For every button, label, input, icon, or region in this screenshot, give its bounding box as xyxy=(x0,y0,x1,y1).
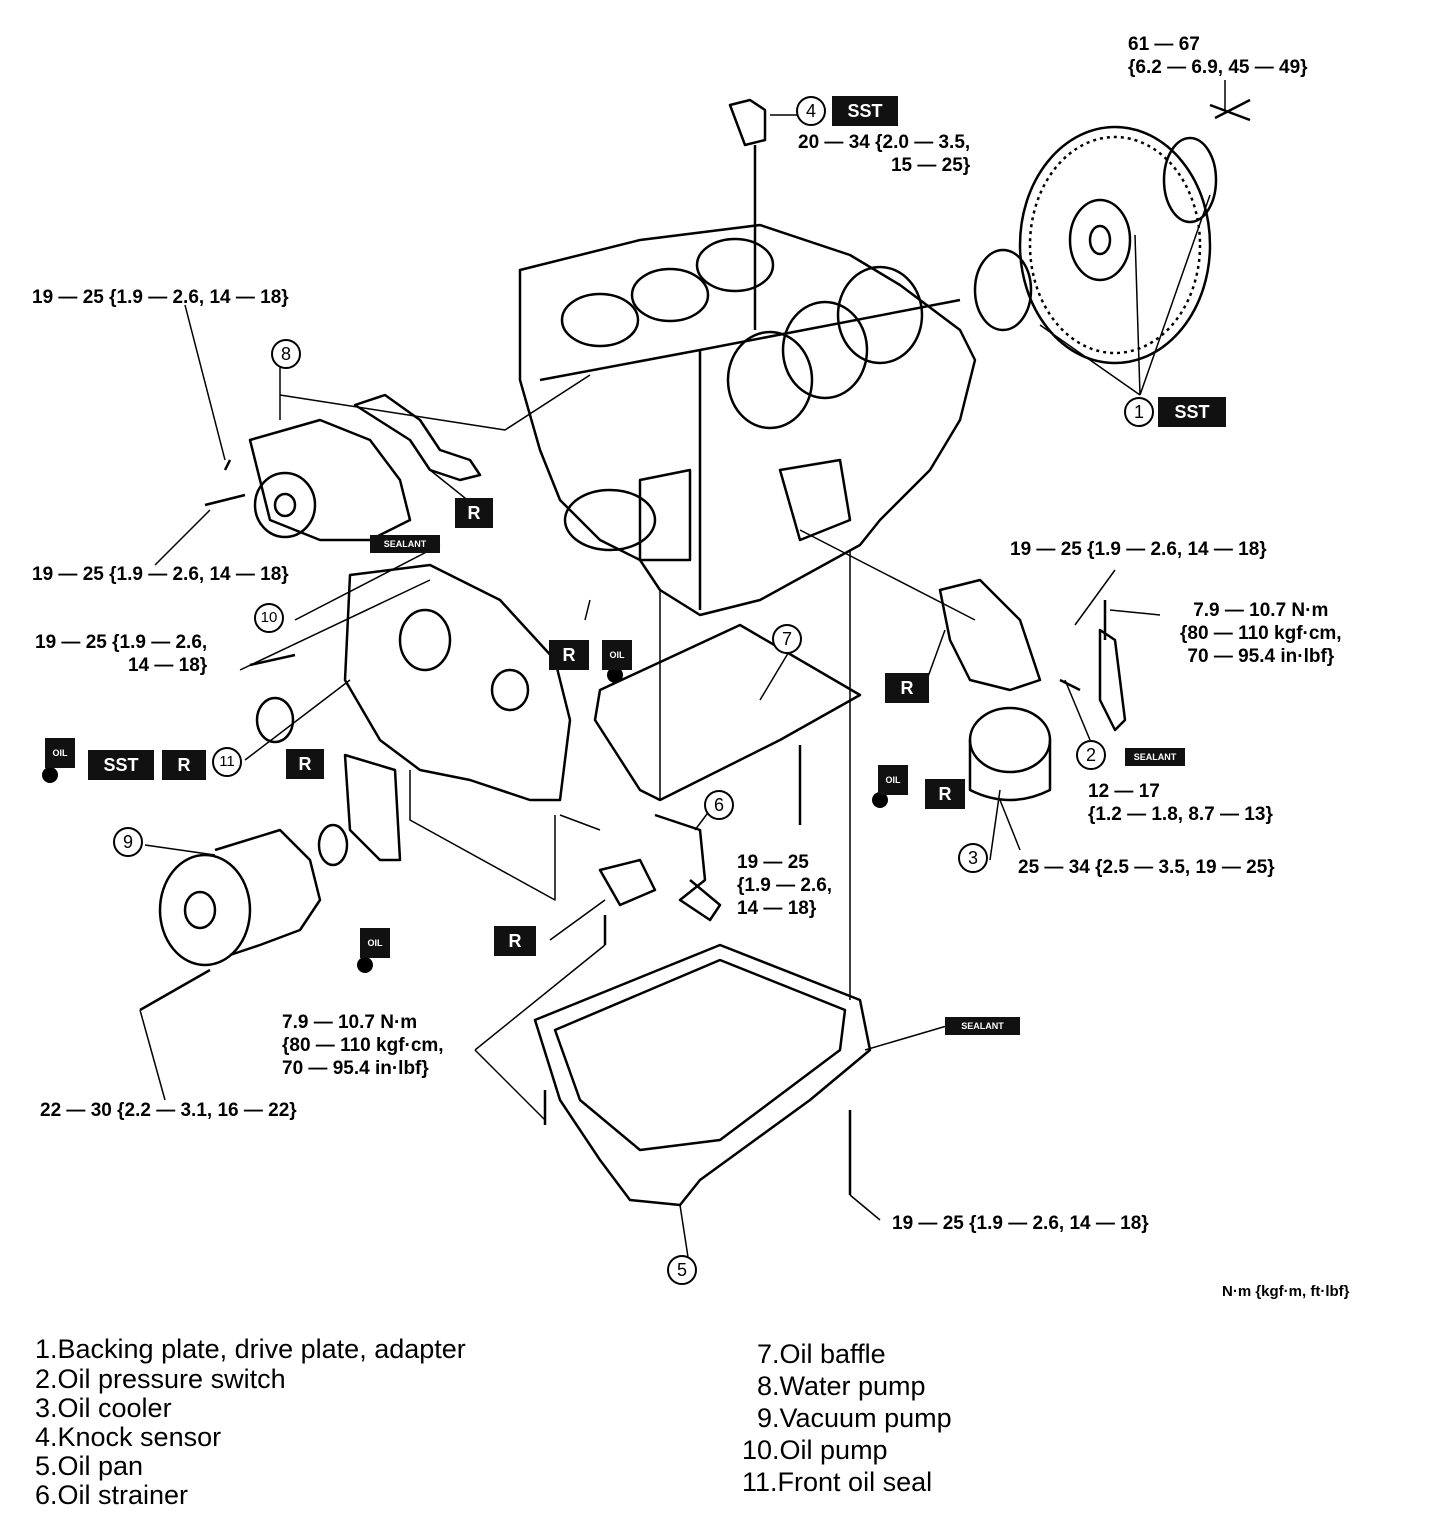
legend-item: 4.Knock sensor xyxy=(35,1422,222,1452)
torque-spec-oil-pan-bolt: 19 — 25 {1.9 — 2.6, 14 — 18} xyxy=(892,1213,1149,1234)
sst-badge: SST xyxy=(88,750,154,780)
legend-item: 9.Vacuum pump xyxy=(757,1403,952,1433)
callout-2: 2 xyxy=(1076,740,1106,770)
r-badge: R xyxy=(455,498,493,528)
callout-11: 11 xyxy=(212,747,242,777)
r-badge: R xyxy=(549,640,589,670)
callout-5: 5 xyxy=(667,1255,697,1285)
callout-3: 3 xyxy=(958,843,988,873)
legend-item: 7.Oil baffle xyxy=(757,1339,886,1369)
torque-spec-cooler-bolt: 7.9 — 10.7 N·m {80 — 110 kgf·cm, 70 — 95… xyxy=(1180,600,1342,667)
knock-sensor-shape xyxy=(728,98,767,330)
callout-8: 8 xyxy=(271,339,301,369)
legend-item: 10.Oil pump xyxy=(742,1435,888,1465)
legend-item: 1.Backing plate, drive plate, adapter xyxy=(35,1334,466,1364)
torque-spec-pressure-switch: 12 — 17 {1.2 — 1.8, 8.7 — 13} xyxy=(1088,781,1273,825)
oil-label: OIL xyxy=(45,738,75,768)
sealant-tube-symbols xyxy=(370,535,1185,1035)
torque-spec-knock-sensor: 20 — 34 {2.0 — 3.5, 15 — 25} xyxy=(798,132,971,176)
torque-spec-oil-cooler-nut: 25 — 34 {2.5 — 3.5, 19 — 25} xyxy=(1018,857,1275,878)
oil-strainer xyxy=(598,813,722,922)
torque-spec-flywheel-bolt: 61 — 67 {6.2 — 6.9, 45 — 49} xyxy=(1128,34,1308,78)
callout-7: 7 xyxy=(772,624,802,654)
water-pump xyxy=(204,393,482,542)
vacuum-pump xyxy=(139,828,322,1012)
r-badge: R xyxy=(162,750,206,780)
callout-9: 9 xyxy=(113,827,143,857)
drive-plate xyxy=(973,98,1251,365)
oil-label: OIL xyxy=(360,928,390,958)
callout-6: 6 xyxy=(704,790,734,820)
oil-pan xyxy=(533,943,872,1207)
o-ring xyxy=(317,823,349,867)
torque-spec-baffle-bolt: 19 — 25 {1.9 — 2.6, 14 — 18} xyxy=(737,852,833,919)
r-badge: R xyxy=(885,673,929,703)
legend-item: 6.Oil strainer xyxy=(35,1480,189,1510)
sst-badge: SST xyxy=(1158,397,1226,427)
legend-item: 11.Front oil seal xyxy=(742,1467,933,1497)
units-note: N·m {kgf·m, ft·lbf} xyxy=(1222,1283,1350,1300)
callout-10: 10 xyxy=(254,603,284,633)
legend-item: 2.Oil pressure switch xyxy=(35,1364,286,1394)
legend-item: 8.Water pump xyxy=(757,1371,926,1401)
torque-spec-water-pump-upper: 19 — 25 {1.9 — 2.6, 14 — 18} xyxy=(32,287,289,308)
legend-item: 3.Oil cooler xyxy=(35,1393,172,1423)
oil-pump xyxy=(249,563,572,802)
torque-spec-cooler-bracket: 19 — 25 {1.9 — 2.6, 14 — 18} xyxy=(1010,539,1267,560)
r-badge: R xyxy=(286,749,324,779)
legend-item: 5.Oil pan xyxy=(35,1451,144,1481)
oil-label: OIL xyxy=(602,640,632,670)
torque-spec-vacuum-pump-bolt: 22 — 30 {2.2 — 3.1, 16 — 22} xyxy=(40,1100,297,1121)
callout-1: 1 xyxy=(1124,397,1154,427)
torque-spec-water-pump-lower: 19 — 25 {1.9 — 2.6, 14 — 18} xyxy=(32,564,289,585)
oil-label: OIL xyxy=(878,765,908,795)
vacuum-pump-gasket xyxy=(343,753,402,862)
r-badge: R xyxy=(494,926,536,956)
sealant-label: SEALANT xyxy=(1125,748,1185,766)
sst-badge: SST xyxy=(832,96,898,126)
callout-4: 4 xyxy=(796,96,826,126)
sealant-label: SEALANT xyxy=(945,1017,1020,1035)
oil-baffle xyxy=(593,623,862,802)
r-badge: R xyxy=(925,779,965,809)
front-oil-seal xyxy=(255,696,295,744)
sealant-label: SEALANT xyxy=(370,535,440,553)
oil-can-symbols xyxy=(42,640,908,973)
cylinder-block xyxy=(518,223,977,617)
torque-spec-oil-pump-bolt: 19 — 25 {1.9 — 2.6, 14 — 18} xyxy=(35,632,208,676)
torque-spec-strainer-bolt: 7.9 — 10.7 N·m {80 — 110 kgf·cm, 70 — 95… xyxy=(282,1012,444,1079)
oil-cooler xyxy=(938,578,1127,802)
